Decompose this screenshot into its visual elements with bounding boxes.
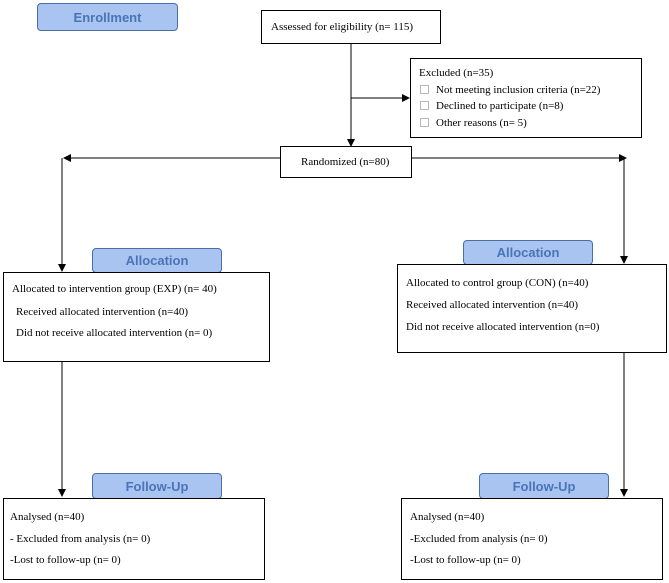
assessed-box: Assessed for eligibility (n= 115) [261, 10, 441, 44]
excluded-item: Other reasons (n= 5) [420, 117, 527, 129]
stage-allocation-left-label: Allocation [125, 253, 189, 268]
stage-followup-right: Follow-Up [479, 473, 609, 499]
excluded-box: Excluded (n=35) Not meeting inclusion cr… [410, 58, 642, 138]
exp-followup-line: Analysed (n=40) [10, 511, 85, 523]
stage-enrollment: Enrollment [37, 3, 178, 31]
exp-allocation-line: Did not receive allocated intervention (… [16, 327, 213, 339]
exp-allocation-line: Allocated to intervention group (EXP) (n… [12, 283, 217, 295]
con-allocation-box: Allocated to control group (CON) (n=40) … [397, 264, 667, 353]
con-followup-box: Analysed (n=40) -Excluded from analysis … [401, 498, 663, 580]
checkbox-icon [420, 118, 429, 127]
checkbox-icon [420, 85, 429, 94]
assessed-text: Assessed for eligibility (n= 115) [271, 21, 414, 33]
exp-followup-line: -Lost to follow-up (n= 0) [10, 554, 121, 566]
stage-followup-left-label: Follow-Up [125, 478, 189, 494]
excluded-title: Excluded (n=35) [419, 67, 494, 79]
exp-followup-box: Analysed (n=40) - Excluded from analysis… [3, 498, 265, 580]
stage-followup-left: Follow-Up [92, 473, 222, 499]
randomized-text: Randomized (n=80) [301, 156, 390, 168]
stage-allocation-left: Allocation [92, 248, 222, 273]
stage-allocation-right-label: Allocation [496, 245, 560, 260]
con-followup-line: -Excluded from analysis (n= 0) [410, 533, 548, 545]
checkbox-icon [420, 101, 429, 110]
stage-allocation-right: Allocation [463, 240, 593, 265]
exp-followup-line: - Excluded from analysis (n= 0) [10, 533, 151, 545]
con-allocation-line: Did not receive allocated intervention (… [406, 321, 600, 333]
stage-followup-right-label: Follow-Up [512, 478, 576, 494]
con-followup-line: Analysed (n=40) [410, 511, 485, 523]
excluded-item: Not meeting inclusion criteria (n=22) [420, 84, 600, 96]
exp-allocation-box: Allocated to intervention group (EXP) (n… [3, 272, 270, 362]
stage-enrollment-label: Enrollment [73, 9, 142, 25]
con-allocation-line: Allocated to control group (CON) (n=40) [406, 277, 589, 289]
randomized-box: Randomized (n=80) [280, 146, 412, 178]
con-followup-line: -Lost to follow-up (n= 0) [410, 554, 521, 566]
con-allocation-line: Received allocated intervention (n=40) [406, 299, 579, 311]
excluded-item: Declined to participate (n=8) [420, 100, 563, 112]
exp-allocation-line: Received allocated intervention (n=40) [16, 306, 189, 318]
